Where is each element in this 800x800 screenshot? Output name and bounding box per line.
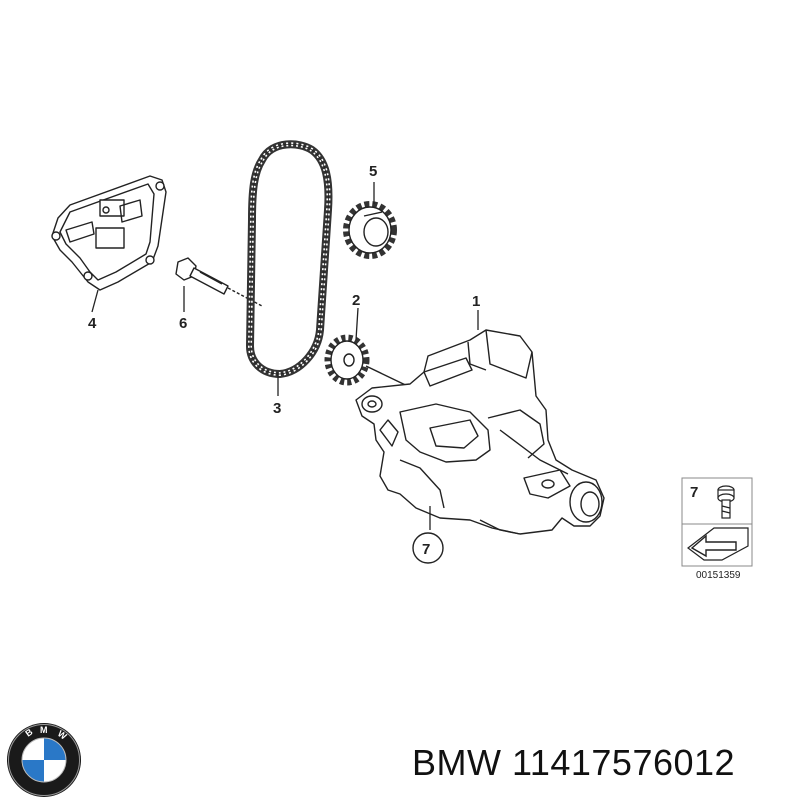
callout-7-badge: 7 xyxy=(412,532,444,564)
bmw-logo: B M W xyxy=(7,723,81,797)
callout-label-2: 2 xyxy=(352,292,360,309)
part-number-caption: BMW 11417576012 xyxy=(412,742,736,783)
callout-label-7: 7 xyxy=(422,541,430,558)
arrow-icon xyxy=(687,527,749,561)
callout-label-1: 1 xyxy=(472,293,480,310)
legend-box: 7 00151359 xyxy=(681,477,753,581)
gear-part xyxy=(324,334,421,393)
callout-label-3: 3 xyxy=(273,400,281,417)
legend-item-number: 7 xyxy=(690,484,698,501)
drive-chain-part xyxy=(245,140,333,379)
callout-label-5: 5 xyxy=(369,163,377,180)
oil-pump-part xyxy=(355,329,605,535)
callout-label-6: 6 xyxy=(179,315,187,332)
svg-text:B: B xyxy=(23,726,34,738)
callout-leader-lines xyxy=(91,182,479,530)
image-code: 00151359 xyxy=(696,570,741,581)
chain-guide-cover-part xyxy=(51,175,167,291)
bolt-part xyxy=(175,257,263,307)
svg-text:M: M xyxy=(40,725,48,735)
sprocket-part xyxy=(343,201,397,259)
callout-label-4: 4 xyxy=(88,315,97,332)
small-bolt-icon xyxy=(717,485,735,519)
